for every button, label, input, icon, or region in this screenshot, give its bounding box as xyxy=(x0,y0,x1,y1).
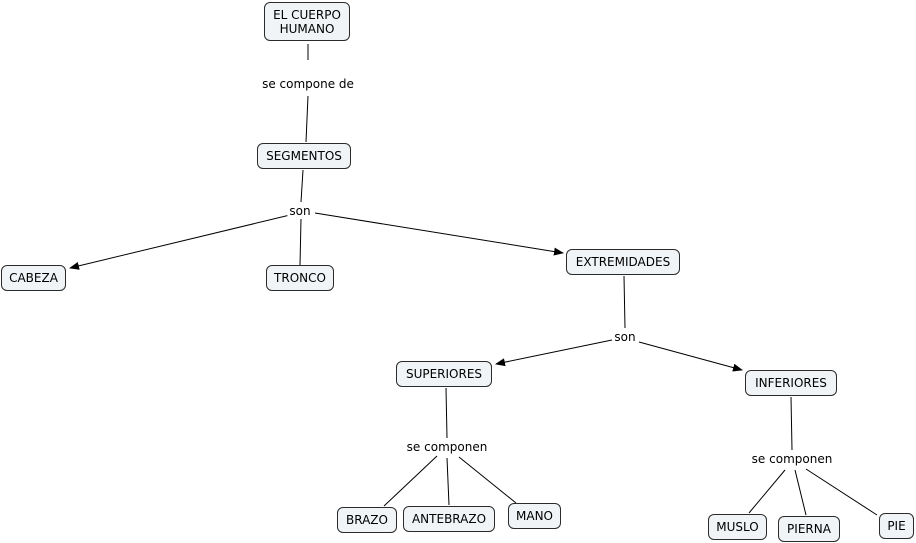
connector-son-to-superiores xyxy=(495,339,613,367)
connector-componen-to-pie xyxy=(805,468,878,516)
link-son-segmentos[interactable]: son xyxy=(287,204,313,218)
link-se-componen-superiores[interactable]: se componen xyxy=(404,440,490,454)
connector-son-to-cabeza xyxy=(69,214,291,270)
connector-componen-to-muslo xyxy=(748,469,786,514)
connector-son-to-inferiores xyxy=(638,341,743,372)
connector-segmentos-to-son xyxy=(300,169,304,203)
connector-extremidades-to-son xyxy=(623,275,626,329)
connector-componen-to-antebrazo xyxy=(446,457,450,506)
connector-componen-to-mano xyxy=(458,456,517,504)
concept-inferiores[interactable]: INFERIORES xyxy=(745,370,837,396)
concept-antebrazo[interactable]: ANTEBRAZO xyxy=(403,506,495,532)
concept-extremidades[interactable]: EXTREMIDADES xyxy=(566,249,680,275)
concept-mano[interactable]: MANO xyxy=(508,503,561,529)
link-se-compone-de[interactable]: se compone de xyxy=(260,77,356,91)
concept-brazo[interactable]: BRAZO xyxy=(337,507,397,533)
connector-son-to-tronco xyxy=(299,218,302,266)
connector-componen-to-pierna xyxy=(794,469,807,516)
concept-muslo[interactable]: MUSLO xyxy=(708,514,767,540)
connector-compone-to-segmentos xyxy=(305,95,309,143)
connector-son-to-extremidades xyxy=(314,212,564,256)
concept-superiores[interactable]: SUPERIORES xyxy=(396,361,492,387)
link-son-extremidades[interactable]: son xyxy=(612,330,638,344)
concept-tronco[interactable]: TRONCO xyxy=(266,265,334,291)
concept-pie[interactable]: PIE xyxy=(879,513,914,539)
concept-segmentos[interactable]: SEGMENTOS xyxy=(257,143,351,169)
concept-cabeza[interactable]: CABEZA xyxy=(1,265,66,291)
concept-pierna[interactable]: PIERNA xyxy=(778,516,840,542)
concept-el-cuerpo-humano[interactable]: EL CUERPO HUMANO xyxy=(264,2,350,41)
connector-inferiores-to-componen xyxy=(790,396,793,451)
connector-componen-to-brazo xyxy=(383,455,438,507)
link-se-componen-inferiores[interactable]: se componen xyxy=(749,452,835,466)
connector-superiores-to-componen xyxy=(445,387,448,439)
